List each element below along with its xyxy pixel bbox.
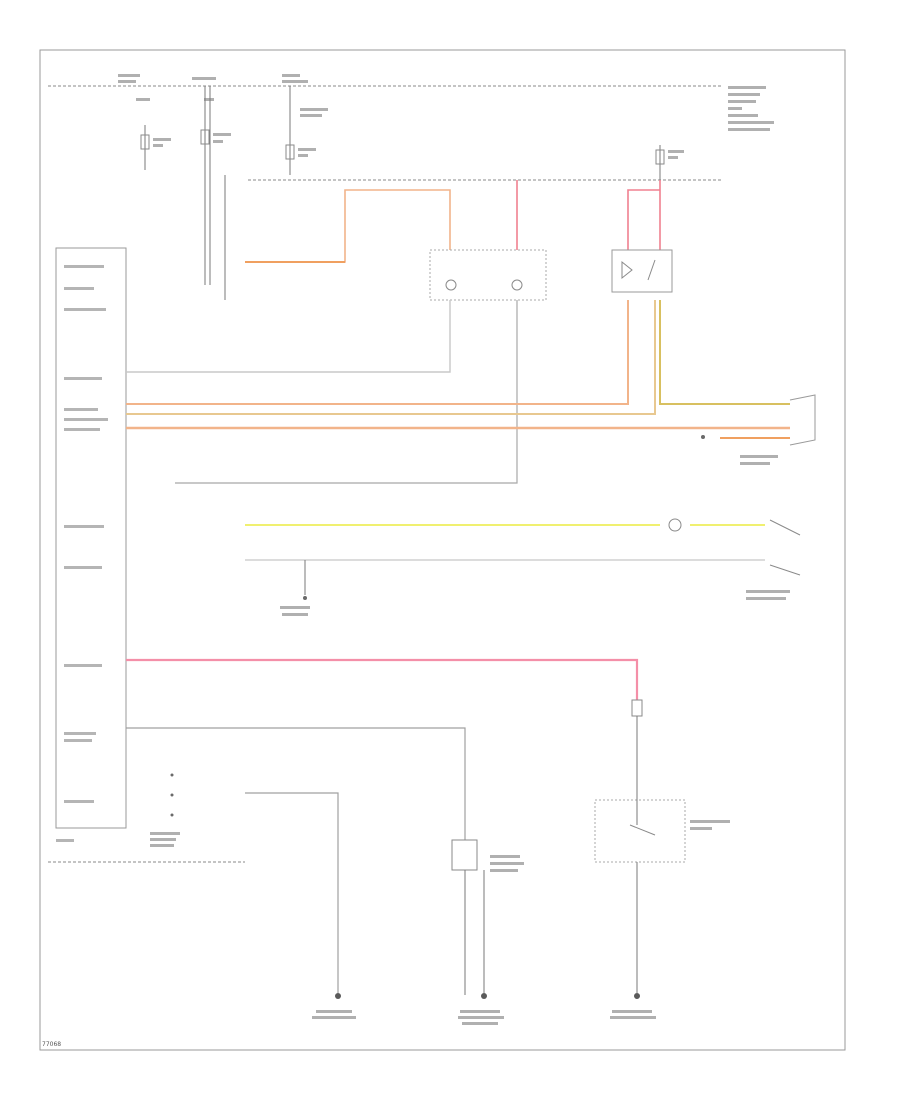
wire-orange-upper bbox=[245, 189, 451, 263]
indicator-box bbox=[429, 249, 547, 301]
control-module-box bbox=[55, 247, 127, 829]
fuse-3 bbox=[285, 144, 295, 160]
fuse-1 bbox=[140, 134, 150, 150]
lamp-2 bbox=[511, 279, 523, 291]
wire-seatbelt bbox=[126, 727, 466, 840]
wire-harness-1 bbox=[126, 300, 629, 405]
fuse-5 bbox=[631, 699, 643, 717]
wire-pink bbox=[126, 658, 639, 700]
right-switch-box bbox=[594, 799, 686, 863]
wire-ground-left bbox=[245, 792, 339, 993]
ground-2 bbox=[481, 993, 487, 999]
ground-3 bbox=[634, 993, 640, 999]
module-pin-labels bbox=[56, 265, 108, 842]
wire-harness-4 bbox=[659, 300, 790, 405]
wire-gray-1 bbox=[126, 300, 451, 373]
wire-red-2 bbox=[627, 189, 660, 250]
wire-harness-2 bbox=[126, 300, 656, 415]
switch-box bbox=[611, 249, 673, 293]
bottom-labels bbox=[150, 455, 790, 1025]
top-feed-wires bbox=[144, 86, 661, 300]
diagram-code: 77068 bbox=[42, 1041, 61, 1048]
fuse-symbols bbox=[140, 129, 684, 165]
fuse-2 bbox=[200, 129, 210, 145]
top-labels bbox=[118, 74, 774, 131]
connector-right bbox=[789, 394, 816, 446]
diagram-border bbox=[39, 49, 846, 1051]
ground-1 bbox=[335, 993, 341, 999]
wire-gray-2 bbox=[175, 300, 518, 484]
splice-dot bbox=[701, 435, 705, 439]
fuse-4 bbox=[655, 149, 665, 165]
lamp-1 bbox=[445, 279, 457, 291]
